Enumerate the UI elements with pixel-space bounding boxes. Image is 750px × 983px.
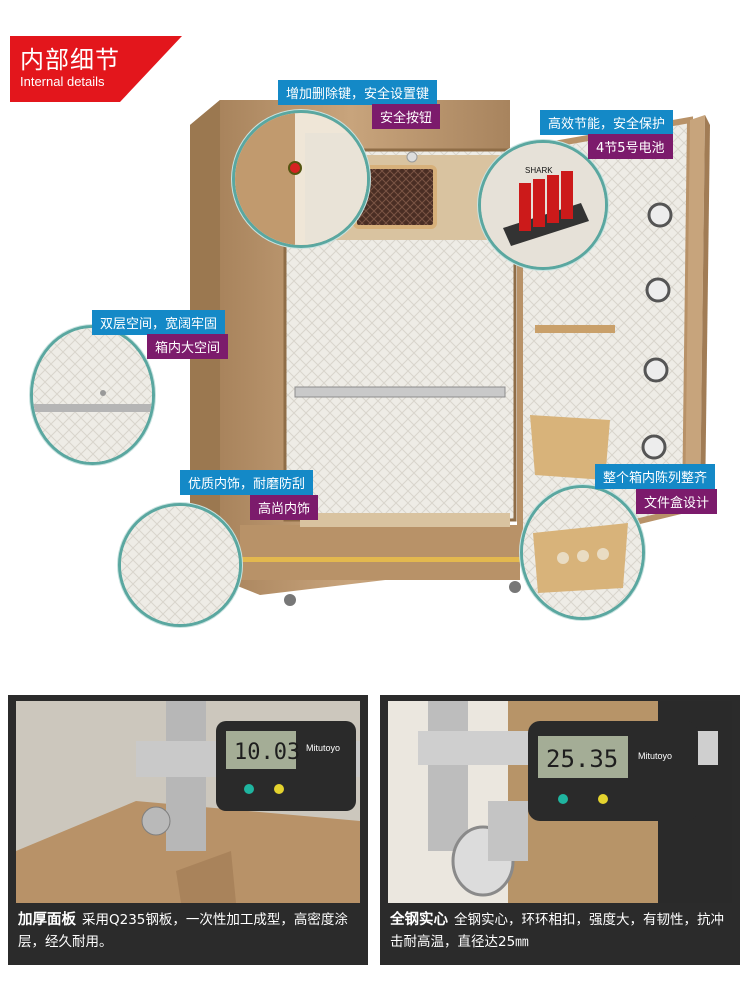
shelf-detail-image xyxy=(33,328,152,462)
callout-mid-left-line2: 箱内大空间 xyxy=(147,334,229,359)
detail-circle-battery: SHARK xyxy=(478,140,608,270)
detail-circle-lining xyxy=(118,503,242,627)
detail-circle-buttons xyxy=(232,110,370,248)
panel-left-text: 采用Q235钢板，一次性加工成型，高密度涂层，经久耐用。 xyxy=(18,912,348,950)
banner-title-cn: 内部细节 xyxy=(20,46,120,74)
section-banner: 内部细节 Internal details xyxy=(10,36,182,102)
caliper-photo-left: 10.03 Mitutoyo xyxy=(16,701,360,903)
callout-low-right-line2: 文件盒设计 xyxy=(636,489,718,514)
callout-top-right-line2: 4节5号电池 xyxy=(588,134,673,159)
panel-solid-steel: 25.35 Mitutoyo 全钢实心全钢实心，环环相扣，强度大，有韧性，抗冲击… xyxy=(380,695,740,965)
panel-left-description: 加厚面板采用Q235钢板，一次性加工成型，高密度涂层，经久耐用。 xyxy=(18,909,360,953)
filebox-detail-image xyxy=(523,488,642,617)
battery-brand: SHARK xyxy=(525,166,553,175)
lining-detail-image xyxy=(121,506,239,624)
keypad-detail-image xyxy=(235,113,367,245)
panel-left-heading: 加厚面板 xyxy=(18,912,76,928)
callout-mid-left-line1: 双层空间，宽阔牢固 xyxy=(92,310,226,335)
battery-detail-image: SHARK xyxy=(481,143,605,267)
caliper-right-brand: Mitutoyo xyxy=(638,751,672,761)
banner-shape xyxy=(10,36,182,102)
callout-top-left-line1: 增加删除键，安全设置键 xyxy=(278,80,438,105)
callout-top-right-line1: 高效节能，安全保护 xyxy=(540,110,674,135)
callout-top-left-line2: 安全按钮 xyxy=(372,104,441,129)
callout-low-right-line1: 整个箱内陈列整齐 xyxy=(595,464,716,489)
caliper-left-reading: 10.03 xyxy=(234,740,300,765)
caliper-left-brand: Mitutoyo xyxy=(306,743,340,753)
detail-circle-filebox xyxy=(520,485,645,620)
banner-title-en: Internal details xyxy=(20,74,105,89)
callout-low-left-line2: 高尚内饰 xyxy=(250,495,319,520)
caliper-right-reading: 25.35 xyxy=(546,745,618,773)
caliper-photo-right: 25.35 Mitutoyo xyxy=(388,701,732,903)
panel-thick-plate: 10.03 Mitutoyo 加厚面板采用Q235钢板，一次性加工成型，高密度涂… xyxy=(8,695,368,965)
panel-right-heading: 全钢实心 xyxy=(390,912,448,928)
panel-right-text: 全钢实心，环环相扣，强度大，有韧性，抗冲击耐高温，直径达25㎜ xyxy=(390,912,724,950)
callout-low-left-line1: 优质内饰，耐磨防刮 xyxy=(180,470,314,495)
detail-circle-space xyxy=(30,325,155,465)
panel-right-description: 全钢实心全钢实心，环环相扣，强度大，有韧性，抗冲击耐高温，直径达25㎜ xyxy=(390,909,732,953)
